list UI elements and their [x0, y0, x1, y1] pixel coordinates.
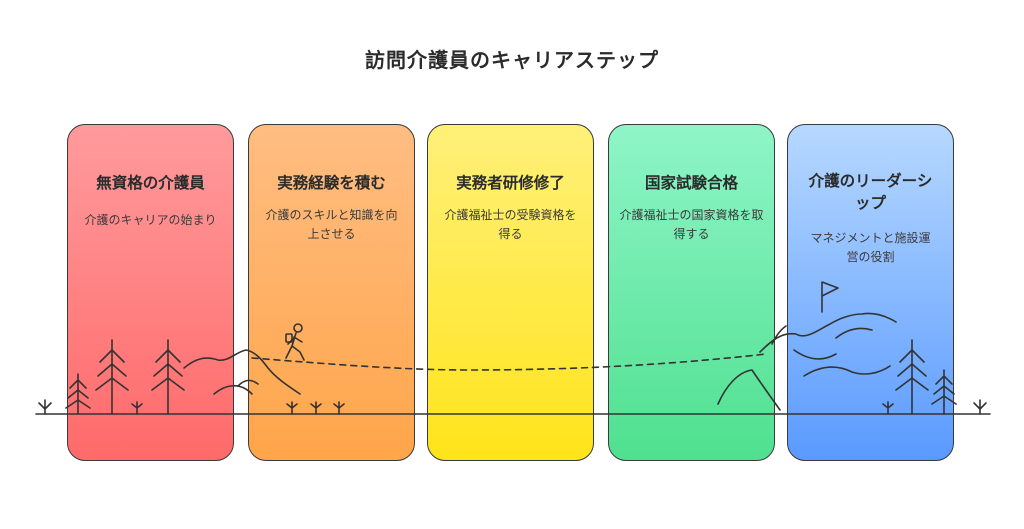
page-title: 訪問介護員のキャリアステップ [365, 48, 659, 72]
tree-icon [895, 339, 929, 415]
step-title: 無資格の介護員 [96, 174, 205, 192]
step-card-1: 無資格の介護員 介護のキャリアの始まり [67, 124, 234, 461]
grass-icon [882, 401, 894, 415]
trail-path [251, 353, 767, 371]
step-description: 介護のスキルと知識を向上させる [265, 208, 398, 241]
step-description: 介護福祉士の国家資格を取得する [619, 208, 764, 241]
mountain-icon [717, 312, 897, 411]
hiker-icon [285, 323, 305, 361]
tree-icon [151, 339, 185, 415]
step-description: 介護福祉士の受験資格を得る [444, 208, 577, 241]
step-card-4: 国家試験合格 介護福祉士の国家資格を取得する [608, 124, 775, 461]
step-description: マネジメントと施設運営の役割 [810, 231, 931, 264]
tree-icon [65, 373, 91, 415]
grass-icon [38, 399, 52, 415]
tree-icon [95, 339, 129, 415]
step-card-5: 介護のリーダーシップ マネジメントと施設運営の役割 [787, 124, 954, 461]
step-description: 介護のキャリアの始まり [84, 213, 217, 227]
step-title: 国家試験合格 [644, 174, 738, 192]
grass-icon [286, 401, 345, 415]
step-title: 介護のリーダーシップ [808, 172, 933, 212]
tree-icon [931, 369, 957, 415]
mountain-icon [183, 349, 301, 395]
step-card-3: 実務者研修修了 介護福祉士の受験資格を得る [427, 124, 594, 461]
flag-icon [821, 281, 839, 313]
step-title: 実務者研修修了 [456, 174, 565, 192]
step-title: 実務経験を積む [277, 174, 386, 192]
grass-icon [973, 399, 987, 415]
step-card-2: 実務経験を積む 介護のスキルと知識を向上させる [248, 124, 415, 461]
grass-icon [131, 401, 143, 415]
